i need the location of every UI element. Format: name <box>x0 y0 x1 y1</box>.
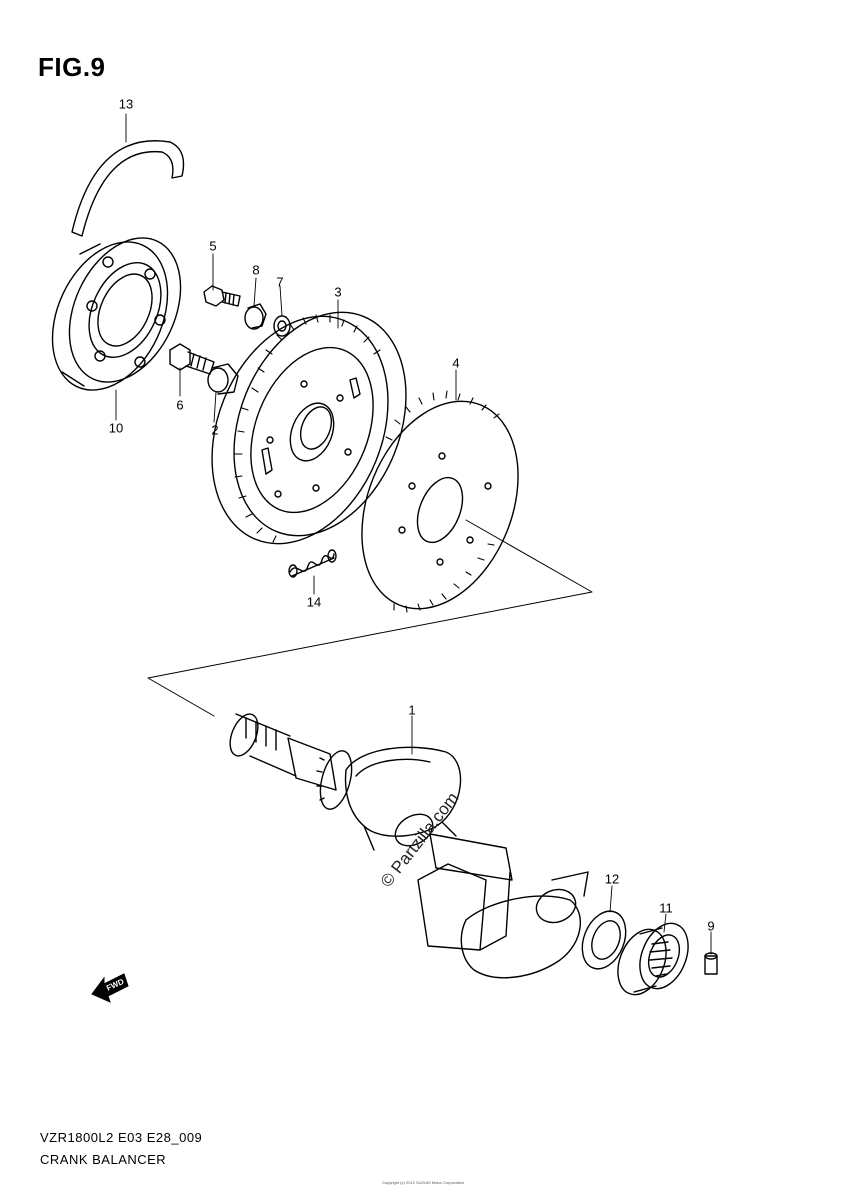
callout-4[interactable]: 4 <box>452 355 460 371</box>
part-13-snap-ring <box>71 140 185 237</box>
callout-8[interactable]: 8 <box>252 262 260 278</box>
part-5-bolt <box>203 285 241 307</box>
diagram-name: CRANK BALANCER <box>40 1152 167 1167</box>
callout-7[interactable]: 7 <box>276 274 284 290</box>
callout-5[interactable]: 5 <box>209 238 217 254</box>
callout-3[interactable]: 3 <box>334 284 342 300</box>
assembly-lines <box>147 519 593 717</box>
part-10-bearing <box>51 237 182 391</box>
callout-6[interactable]: 6 <box>176 397 184 413</box>
part-3-gear <box>211 311 407 545</box>
diagram-code: VZR1800L2 E03 E28_009 <box>40 1130 203 1145</box>
copyright-text: Copyright (c) 2012 SUZUKI Motor Corporat… <box>381 1180 465 1185</box>
part-14-spring <box>288 549 337 578</box>
part-6-bolt <box>169 343 215 375</box>
part-2-collar <box>207 363 239 395</box>
part-11-needle-bearing <box>617 922 689 996</box>
callout-2[interactable]: 2 <box>211 422 219 438</box>
callout-11[interactable]: 11 <box>659 900 673 916</box>
leader-lines <box>115 113 712 955</box>
callout-1[interactable]: 1 <box>408 702 416 718</box>
callout-9[interactable]: 9 <box>707 918 715 934</box>
part-1-balancer-shaft <box>229 713 589 979</box>
figure-title: FIG.9 <box>38 52 106 82</box>
callout-13[interactable]: 13 <box>118 96 134 112</box>
part-12-seal <box>581 910 627 970</box>
fwd-arrow-icon: FWD <box>91 973 129 1003</box>
callout-10[interactable]: 10 <box>108 420 124 436</box>
part-8-collar <box>244 303 267 330</box>
part-7-washer <box>273 315 291 337</box>
part-4-gear-plate <box>361 390 519 613</box>
part-9-pin <box>704 952 718 975</box>
callout-12[interactable]: 12 <box>604 871 620 887</box>
callout-14[interactable]: 14 <box>306 594 322 610</box>
